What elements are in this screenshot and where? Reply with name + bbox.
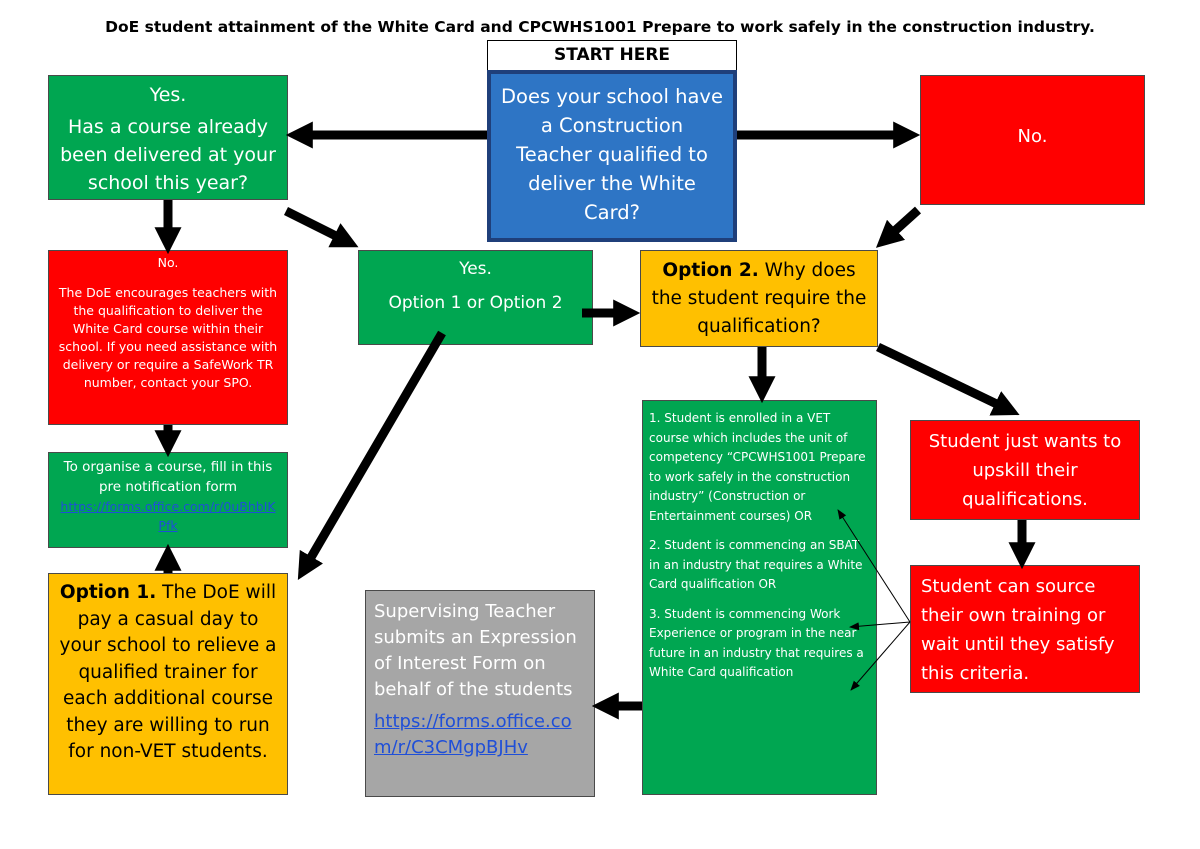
criteria-item-1: 1. Student is enrolled in a VET course w… bbox=[649, 411, 866, 523]
option1-box: Option 1. The DoE will pay a casual day … bbox=[48, 573, 288, 795]
no-left-box: No. The DoE encourages teachers with the… bbox=[48, 250, 288, 425]
organise-course-box: To organise a course, fill in this pre n… bbox=[48, 452, 288, 548]
start-question-box: Does your school have a Construction Tea… bbox=[487, 70, 737, 242]
upskill-text: Student just wants to upskill their qual… bbox=[928, 431, 1122, 510]
thin-arrow-source-to-item1 bbox=[837, 509, 911, 623]
arrow-no-to-option2 bbox=[875, 206, 922, 248]
supervising-teacher-text: Supervising Teacher submits an Expressio… bbox=[374, 601, 577, 700]
thin-arrow-source-to-item2 bbox=[849, 621, 911, 631]
option2-label: Option 2. bbox=[662, 260, 759, 281]
source-training-box: Student can source their own training or… bbox=[910, 565, 1140, 693]
start-question-text: Does your school have a Construction Tea… bbox=[501, 85, 723, 224]
pre-notification-form-link[interactable]: https://forms.office.com/r/0uBhbIKPfk bbox=[60, 499, 276, 533]
thin-arrow-source-to-item3 bbox=[850, 621, 911, 691]
option2-box: Option 2. Why does the student require t… bbox=[640, 250, 878, 347]
no-left-text: The DoE encourages teachers with the qua… bbox=[58, 285, 278, 390]
yes-mid-heading: Yes. bbox=[459, 259, 492, 279]
supervising-teacher-box: Supervising Teacher submits an Expressio… bbox=[365, 590, 595, 797]
yes-option-box: Yes. Option 1 or Option 2 bbox=[358, 250, 593, 345]
page-title: DoE student attainment of the White Card… bbox=[105, 18, 1095, 36]
criteria-item-3: 3. Student is commencing Work Experience… bbox=[649, 606, 864, 680]
yes-course-delivered-box: Yes. Has a course already been delivered… bbox=[48, 75, 288, 200]
yes-course-question: Has a course already been delivered at y… bbox=[60, 116, 276, 194]
yes-heading: Yes. bbox=[149, 84, 187, 106]
arrow-yes-to-yes-option bbox=[283, 206, 359, 248]
yes-mid-text: Option 1 or Option 2 bbox=[388, 293, 563, 313]
arrow-yes-option-to-option1 bbox=[297, 330, 446, 580]
option1-label: Option 1. bbox=[59, 582, 157, 603]
organise-course-text: To organise a course, fill in this pre n… bbox=[63, 459, 273, 495]
eoi-form-link[interactable]: https://forms.office.com/r/C3CMgpBJHv bbox=[374, 711, 572, 758]
no-top-text: No. bbox=[1017, 126, 1048, 147]
no-left-heading: No. bbox=[157, 255, 179, 270]
upskill-box: Student just wants to upskill their qual… bbox=[910, 420, 1140, 520]
no-top-box: No. bbox=[920, 75, 1145, 205]
option1-text: The DoE will pay a casual day to your sc… bbox=[59, 582, 277, 762]
criteria-item-2: 2. Student is commencing an SBAT in an i… bbox=[649, 538, 863, 591]
option2-text: Why does the student require the qualifi… bbox=[651, 260, 867, 337]
criteria-box: 1. Student is enrolled in a VET course w… bbox=[642, 400, 877, 795]
arrow-option2-to-upskill bbox=[876, 342, 1020, 416]
source-training-text: Student can source their own training or… bbox=[921, 576, 1115, 684]
